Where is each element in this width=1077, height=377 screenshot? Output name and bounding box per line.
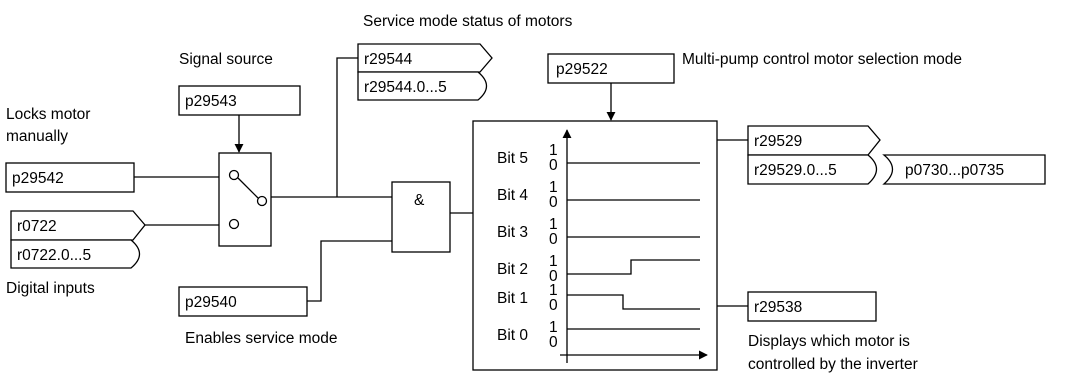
bit-label: Bit 1	[497, 290, 528, 307]
switch-block	[218, 152, 272, 247]
connector-r29529-bits: r29529.0...5	[747, 154, 878, 185]
bit-one: 1	[549, 282, 558, 299]
bit-row-2: Bit 2 1 0	[497, 253, 700, 285]
r0722-text: r0722	[17, 218, 57, 235]
param-r29538: r29538	[747, 291, 877, 322]
bit-zero: 0	[549, 231, 558, 248]
connector-r29544-bits: r29544.0...5	[357, 71, 488, 101]
bit-label: Bit 2	[497, 261, 528, 278]
and-gate: &	[391, 181, 451, 253]
bit-signal	[567, 259, 700, 275]
bit-signal	[567, 294, 700, 310]
bit-zero: 0	[549, 297, 558, 314]
r29544-wire	[336, 57, 358, 197]
switch-contact-top	[228, 169, 240, 181]
bit-one: 1	[549, 142, 558, 159]
connector-r29544: r29544	[357, 43, 493, 73]
switch-contact-bottom	[228, 218, 240, 230]
bit-zero: 0	[549, 334, 558, 351]
connector-r0722-bits: r0722.0...5	[10, 239, 141, 269]
p29543-text: p29543	[185, 93, 237, 110]
r29529-text: r29529	[754, 133, 802, 150]
bit-row-3: Bit 3 1 0	[497, 216, 700, 248]
bit-row-5: Bit 5 1 0	[497, 142, 700, 174]
r29529-bits-text: r29529.0...5	[754, 162, 837, 179]
bit-one: 1	[549, 319, 558, 336]
bit-zero: 0	[549, 194, 558, 211]
bit-zero: 0	[549, 268, 558, 285]
p29540-wire	[307, 240, 392, 302]
service-status-label: Service mode status of motors	[363, 13, 573, 30]
digital-inputs-label: Digital inputs	[6, 280, 95, 297]
enables-service-label: Enables service mode	[185, 330, 338, 347]
r0722-bits-text: r0722.0...5	[17, 247, 91, 264]
bit-row-1: Bit 1 1 0	[497, 282, 700, 314]
switch-lever	[237, 177, 259, 199]
bit-label: Bit 4	[497, 187, 528, 204]
bit-label: Bit 5	[497, 150, 528, 167]
p0730-text: p0730...p0735	[905, 162, 1004, 179]
bit-label: Bit 3	[497, 224, 528, 241]
bit-one: 1	[549, 179, 558, 196]
bit-one: 1	[549, 216, 558, 233]
connector-r0722: r0722	[10, 210, 146, 241]
bit-label: Bit 0	[497, 327, 528, 344]
r29544-text: r29544	[364, 51, 413, 68]
p29522-text: p29522	[556, 61, 608, 78]
param-p29540: p29540	[178, 286, 308, 317]
bit-one: 1	[549, 253, 558, 270]
connector-p0730: p0730...p0735	[882, 154, 1046, 185]
multi-pump-label: Multi-pump control motor selection mode	[682, 51, 962, 68]
displays-label-1: Displays which motor is	[748, 333, 910, 350]
param-p29542: p29542	[5, 162, 135, 193]
signal-source-label: Signal source	[179, 51, 273, 68]
switch-contact-common	[256, 195, 268, 207]
locks-motor-label-2: manually	[6, 128, 68, 145]
r29538-text: r29538	[754, 299, 802, 316]
param-p29543: p29543	[178, 85, 301, 116]
param-p29522: p29522	[547, 53, 675, 84]
bit-row-0: Bit 0 1 0	[497, 319, 700, 351]
locks-motor-label-1: Locks motor	[6, 106, 90, 123]
and-gate-symbol: &	[414, 192, 425, 209]
bit-row-4: Bit 4 1 0	[497, 179, 700, 211]
p29540-text: p29540	[185, 294, 237, 311]
connector-r29529: r29529	[747, 125, 881, 156]
bit-zero: 0	[549, 157, 558, 174]
displays-label-2: controlled by the inverter	[748, 356, 918, 373]
p29542-text: p29542	[12, 170, 64, 187]
r29544-bits-text: r29544.0...5	[364, 79, 447, 96]
